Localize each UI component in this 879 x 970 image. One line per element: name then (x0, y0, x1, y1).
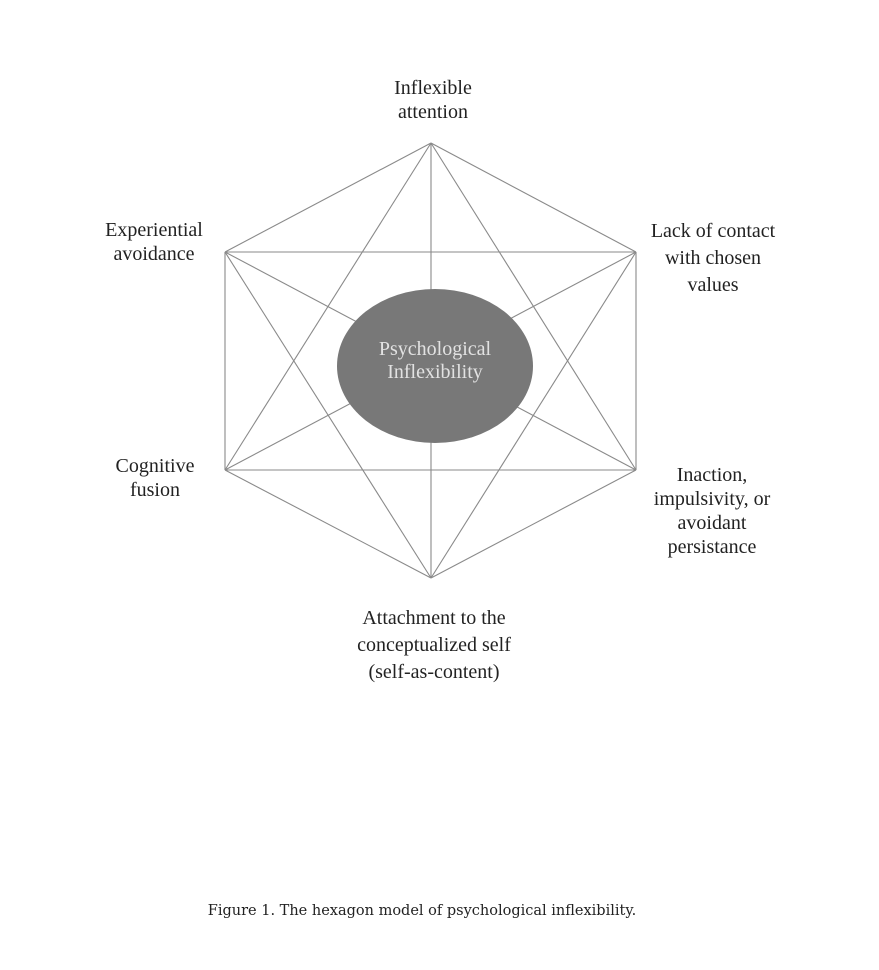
edge-bottom-lower-left (224, 469, 432, 579)
edge-upper-right-bottom (430, 251, 637, 579)
figure-caption: Figure 1. The hexagon model of psycholog… (207, 903, 637, 919)
center-ellipse (337, 289, 533, 443)
edge-bottom-upper-left (224, 251, 432, 579)
edge-lower-right-bottom (430, 469, 637, 579)
edge-top-upper-right (430, 142, 637, 253)
edge-top-upper-left (224, 142, 432, 253)
